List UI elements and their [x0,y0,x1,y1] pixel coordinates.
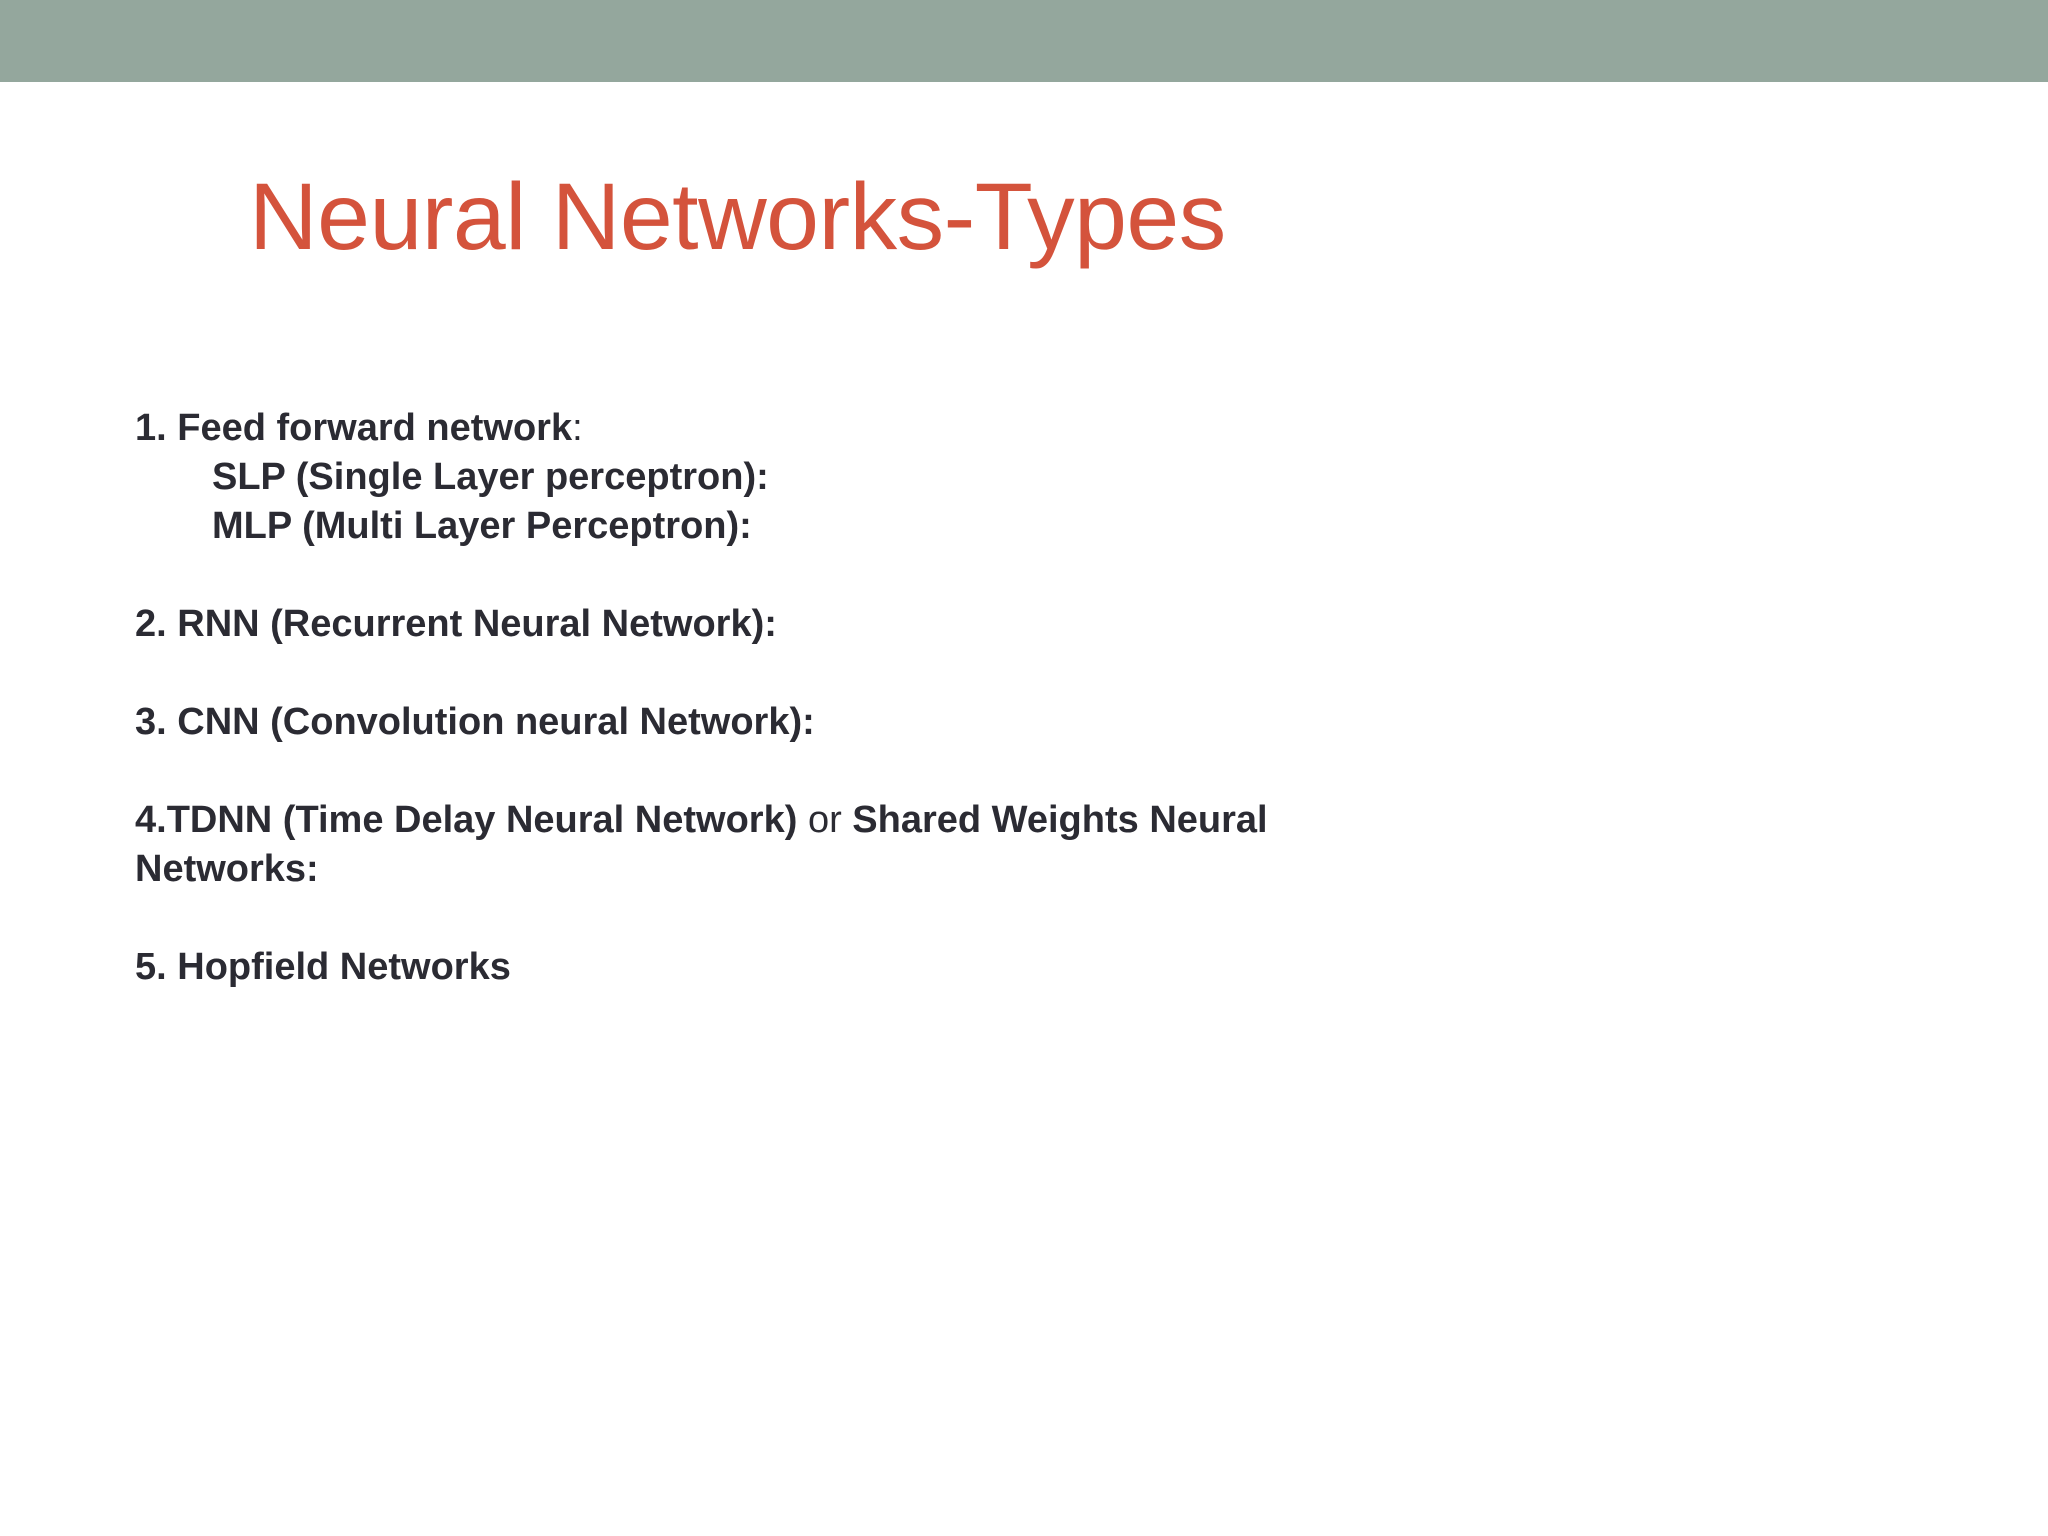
list-item-1-sub-mlp: MLP (Multi Layer Perceptron): [212,505,752,547]
slide-body-content: 1. Feed forward network: SLP (Single Lay… [135,404,1935,992]
slide-header-bar [0,0,2048,82]
list-item-2: 2. RNN (Recurrent Neural Network): [135,603,777,645]
list-item-1: 1. Feed forward network: [135,404,1935,453]
list-item-4-part-2: Shared Weights Neural Networks: [135,799,1268,890]
spacer-after-item-2 [135,649,1935,698]
list-item-4: 4.TDNN (Time Delay Neural Network) or Sh… [135,796,1350,894]
page-title: Neural Networks-Types [249,164,1226,270]
list-item-3: 3. CNN (Convolution neural Network): [135,701,815,743]
list-item-4-conjunction: or [807,799,842,841]
list-item-1-colon: : [572,407,583,449]
list-item-5: 5. Hopfield Networks [135,946,511,988]
list-item-4-part-1: 4.TDNN (Time Delay Neural Network) [135,799,808,841]
list-item-1-label: 1. Feed forward network [135,407,573,449]
list-item-1-sub-slp: SLP (Single Layer perceptron): [212,456,769,498]
spacer-after-item-1 [135,551,1935,600]
spacer-after-item-3 [135,747,1935,796]
spacer-after-item-4 [135,894,1935,943]
